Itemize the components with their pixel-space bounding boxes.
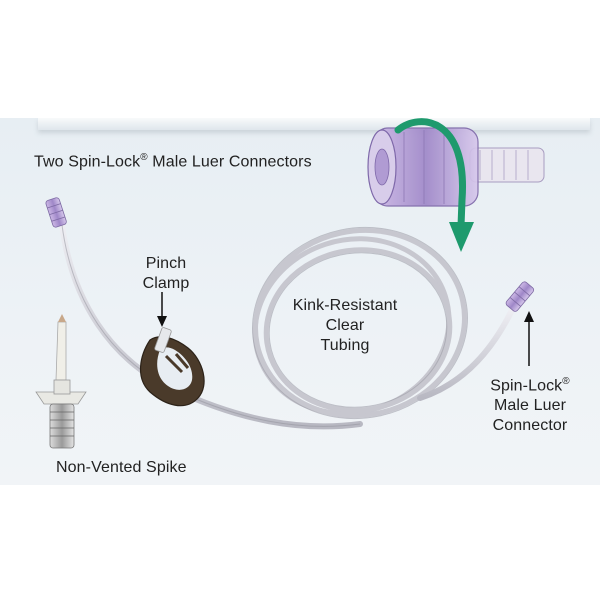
- right-luer-connector: [505, 281, 535, 312]
- spin-lock-connector-label: Spin-Lock® Male Luer Connector: [490, 376, 570, 435]
- background-shelf: [38, 118, 590, 130]
- curved-arrow-icon: [394, 118, 474, 252]
- connector-closeup: [367, 127, 545, 207]
- coiled-tubing: [252, 227, 467, 419]
- non-vented-spike: [35, 314, 87, 449]
- connector-pointer-arrow-icon: [524, 311, 534, 366]
- pinch-clamp-label: Pinch Clamp: [142, 255, 190, 292]
- tubing-label: Kink-Resistant Clear Tubing: [292, 297, 398, 354]
- two-connectors-label: Two Spin-Lock® Male Luer Connectors: [34, 152, 312, 171]
- spike-label: Non-Vented Spike: [56, 459, 187, 476]
- pinch-clamp-pointer-arrow-icon: [157, 292, 167, 327]
- pinch-clamp: [140, 327, 205, 407]
- tubing-right-run: [417, 307, 515, 401]
- left-luer-connector: [45, 197, 67, 228]
